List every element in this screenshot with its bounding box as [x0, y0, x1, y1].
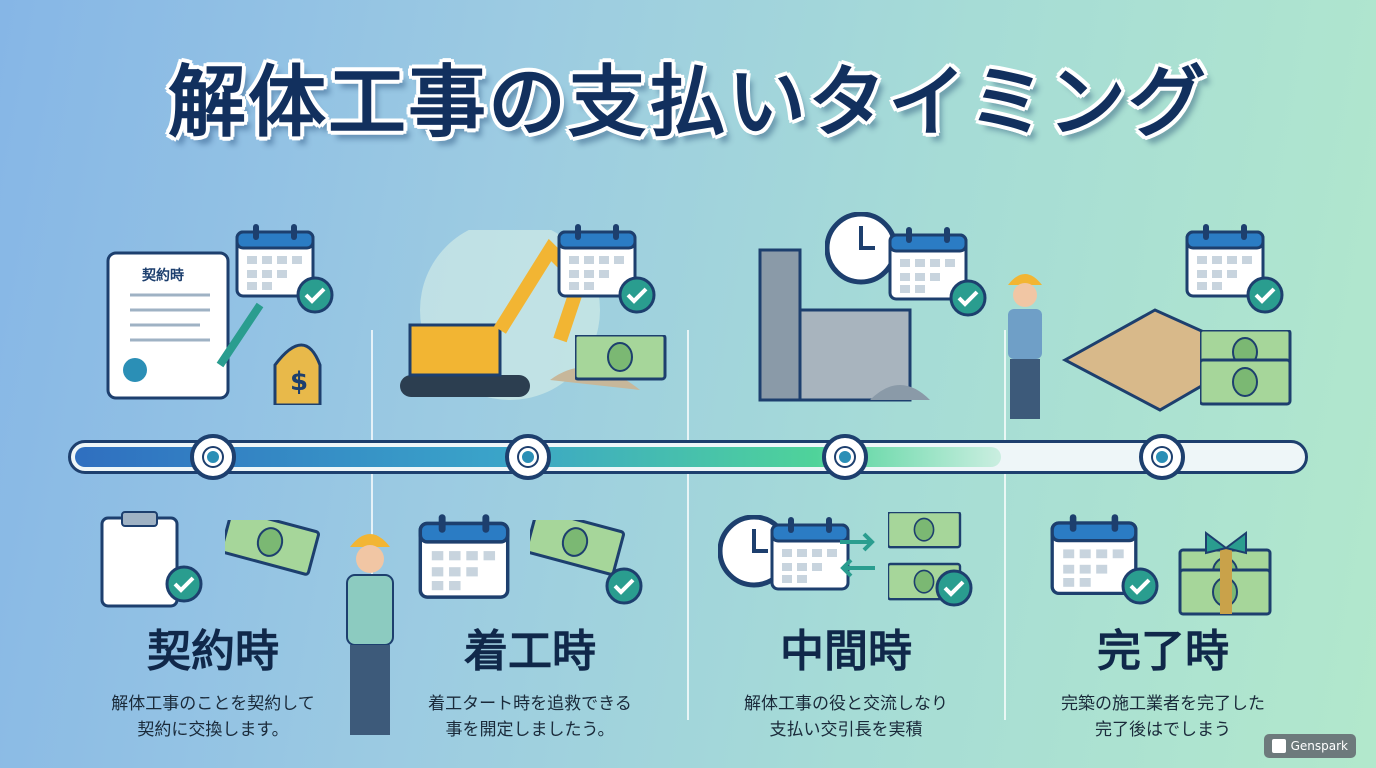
calendar-check-icon — [557, 222, 656, 314]
stage-desc-line: 解体工事のことを契約して — [111, 694, 315, 714]
money-exchange-icon — [888, 512, 973, 607]
exchange-arrows-icon — [840, 532, 875, 578]
timeline-node-contract — [190, 434, 236, 480]
timeline-node-interim — [822, 434, 868, 480]
stage-heading: 完了時 — [1097, 626, 1229, 677]
timeline-node-completion — [1139, 434, 1185, 480]
money-stack-icon — [575, 335, 667, 381]
stage-heading: 中間時 — [780, 626, 912, 677]
stage-heading: 契約時 — [147, 626, 279, 677]
contract-document-illustration: $ — [106, 251, 322, 405]
stage-heading: 着工時 — [464, 626, 596, 677]
sparkle-icon — [1271, 739, 1286, 753]
worker-illustration — [346, 534, 394, 735]
calendar-check-icon — [888, 225, 987, 317]
stage-desc-line: 事を開定しましたう。 — [445, 720, 615, 740]
calendar-icon — [418, 512, 510, 599]
stage-contract: 契約時解体工事のことを契約して契約に交換します。 — [55, 615, 371, 743]
stage-desc-line: 着工タート時を追救できる — [428, 694, 632, 714]
stage-desc-line: 完築の施工業者を完了した — [1061, 694, 1265, 714]
divider — [371, 330, 373, 720]
stage-completion: 完了時完築の施工業者を完了した完了後はでしまう — [1005, 615, 1321, 743]
timeline-progress-bar — [68, 440, 1308, 474]
watermark-badge: Genspark — [1263, 734, 1356, 758]
timeline-node-start — [505, 434, 551, 480]
watermark-label: Genspark — [1290, 739, 1348, 753]
clipboard-signature-icon — [100, 511, 203, 608]
stage-desc-line: 解体工事の役と交流しなり — [744, 694, 948, 714]
money-icon — [225, 520, 321, 577]
worker-illustration — [1008, 274, 1042, 419]
stage-desc-line: 完了後はでしまう — [1095, 720, 1231, 740]
stage-start: 着工時着工タート時を追救できる事を開定しましたう。 — [372, 615, 688, 743]
divider — [1004, 330, 1006, 720]
stage-interim: 中間時解体工事の役と交流しなり支払い交引長を実積 — [688, 615, 1004, 743]
gift-money-stack-icon — [1178, 531, 1272, 616]
calendar-check-icon — [1050, 512, 1159, 605]
money-check-icon — [530, 520, 643, 605]
stage-desc-line: 契約に交換します。 — [137, 720, 289, 740]
stage-desc-line: 支払い交引長を実積 — [769, 720, 923, 740]
page-title: 解体工事の支払いタイミング — [167, 58, 1208, 148]
svg-text:$: $ — [290, 367, 308, 397]
divider — [687, 330, 689, 720]
demolished-building-illustration — [758, 248, 930, 402]
calendar-check-icon — [235, 222, 334, 314]
money-stack-icon — [1200, 330, 1292, 406]
calendar-check-icon — [1185, 222, 1284, 314]
contract-document-label: 契約時 — [142, 268, 184, 284]
